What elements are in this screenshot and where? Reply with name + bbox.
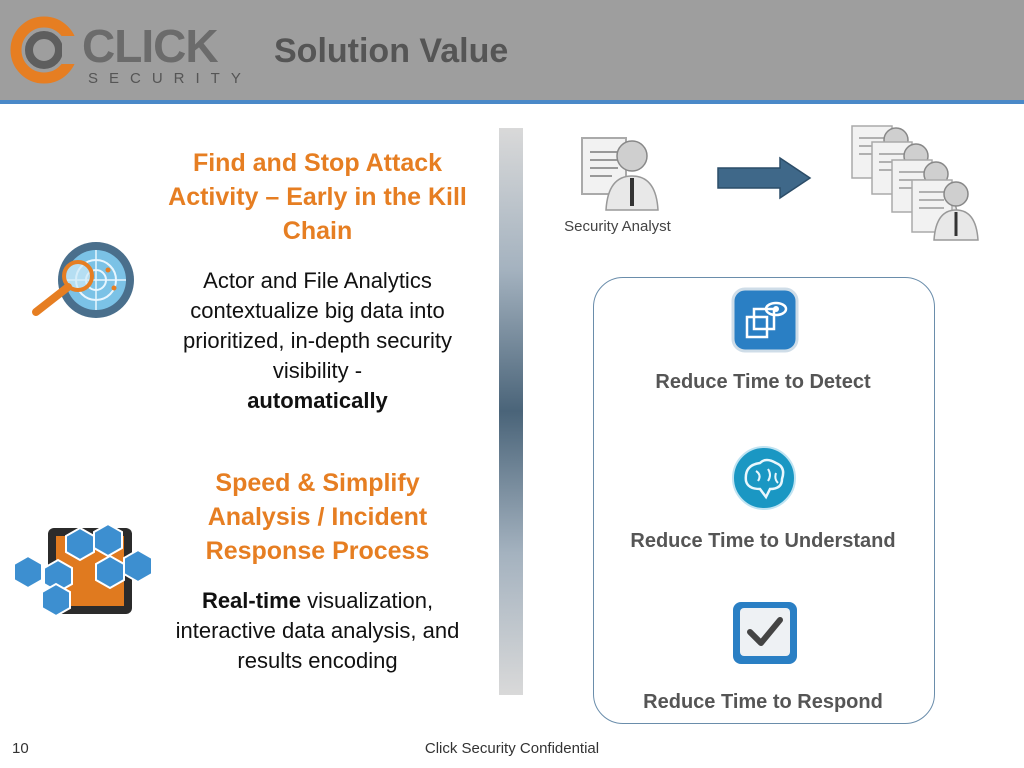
- logo-wordmark: CLICK: [82, 20, 219, 72]
- eye-cubes-icon: [731, 287, 799, 353]
- tablet-apps-icon: [13, 522, 153, 618]
- logo-mark-icon: [10, 16, 78, 84]
- vertical-divider: [499, 128, 523, 695]
- arrow-right-icon: [717, 156, 812, 200]
- feature-title-speed-simplify: Speed & Simplify Analysis / Incident Res…: [205, 469, 430, 565]
- header-accent-rule: [0, 100, 1024, 104]
- benefits-panel: [593, 277, 935, 724]
- analyst-team-icon: [851, 125, 979, 241]
- checkbox-icon: [733, 602, 797, 664]
- feature-title-find-stop: Find and Stop Attack Activity – Early in…: [168, 149, 467, 245]
- page-number: 10: [12, 740, 29, 757]
- feature-body-emphasis: automatically: [247, 388, 388, 413]
- feature-body-find-stop: Actor and File Analytics contextualize b…: [182, 268, 452, 413]
- radar-magnifier-icon: [32, 242, 134, 318]
- header-bar: [0, 0, 1024, 100]
- footer-confidential: Click Security Confidential: [424, 740, 600, 757]
- feature-body-lead: Real-time: [201, 588, 301, 613]
- analyst-caption: Security Analyst: [564, 218, 671, 235]
- logo-subtitle: SECURITY: [88, 70, 252, 87]
- benefit-label-detect: Reduce Time to Detect: [655, 371, 871, 393]
- benefit-label-understand: Reduce Time to Understand: [630, 530, 896, 552]
- benefit-label-respond: Reduce Time to Respond: [643, 691, 883, 713]
- page-title: Solution Value: [274, 32, 509, 70]
- feature-body-speed-simplify: Real-time visualization, interactive dat…: [175, 588, 460, 673]
- analyst-document-icon: [581, 137, 659, 211]
- brain-icon: [732, 446, 796, 510]
